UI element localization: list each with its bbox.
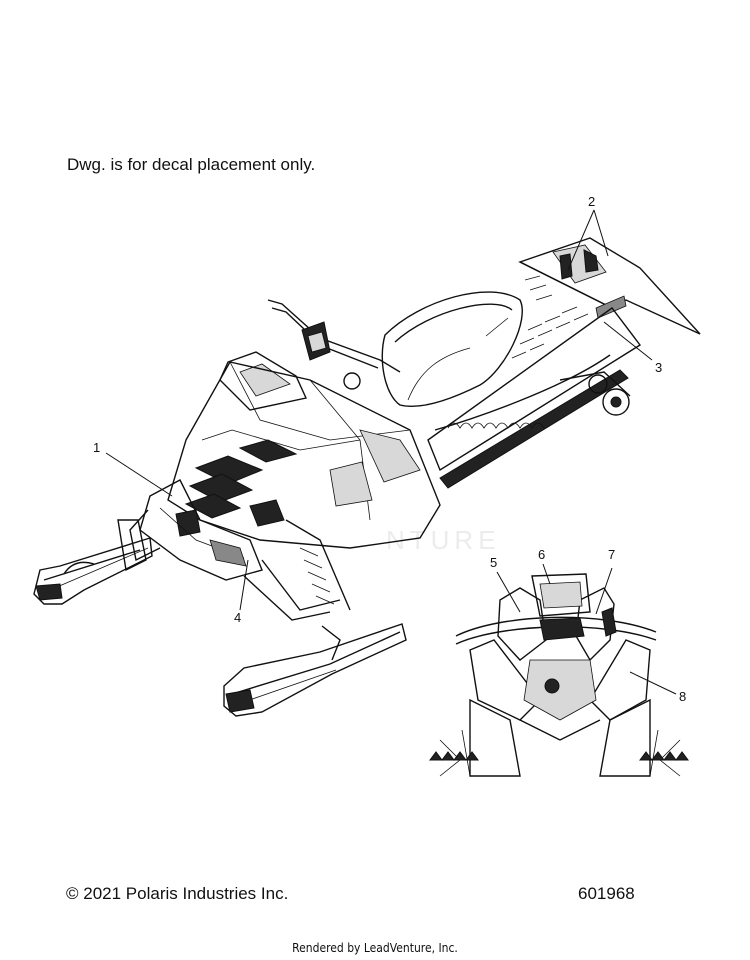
copyright-notice: © 2021 Polaris Industries Inc. <box>66 884 289 903</box>
callout-6: 6 <box>538 547 545 562</box>
drawing-number: 601968 <box>578 884 635 903</box>
snowmobile-illustration <box>33 237 701 717</box>
callout-7: 7 <box>608 547 615 562</box>
callout-1: 1 <box>93 440 100 455</box>
callout-8: 8 <box>679 689 686 704</box>
placement-note: Dwg. is for decal placement only. <box>67 155 316 174</box>
callout-2: 2 <box>588 194 595 209</box>
callout-4: 4 <box>234 610 241 625</box>
callout-3: 3 <box>655 360 662 375</box>
cockpit-detail-view <box>429 573 689 777</box>
callout-5: 5 <box>490 555 497 570</box>
rendered-by-credit: Rendered by LeadVenture, Inc. <box>292 941 458 955</box>
leader-lines <box>105 209 677 695</box>
